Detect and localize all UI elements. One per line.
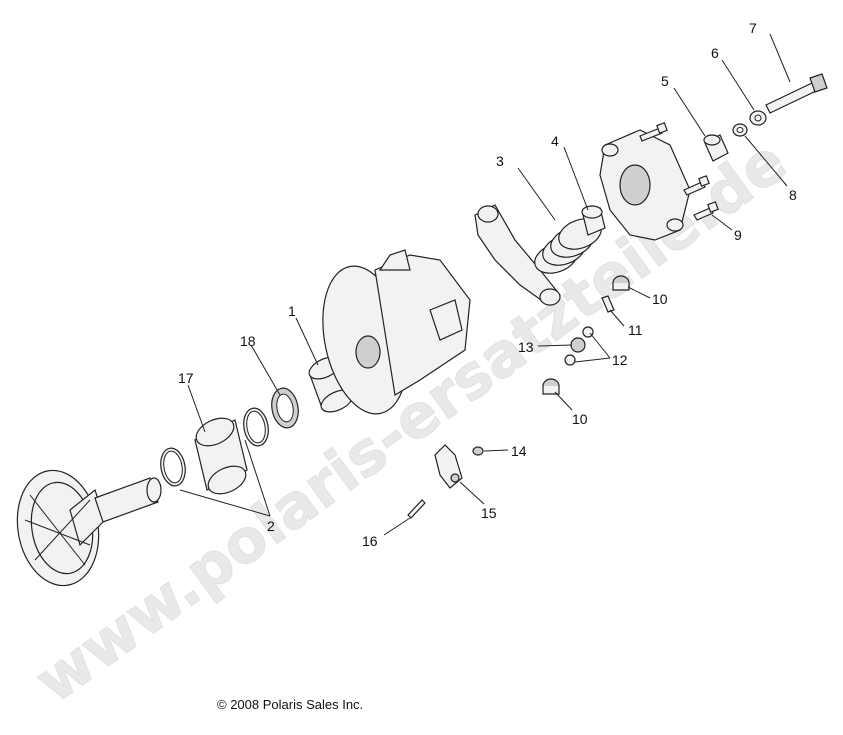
callout-12: 12: [612, 352, 628, 368]
bolt-9b: [693, 201, 719, 221]
callout-10b: 10: [572, 411, 588, 427]
pin-16: [407, 499, 426, 519]
callout-7: 7: [749, 20, 757, 36]
leader-lines: [179, 33, 791, 536]
washer-6: [749, 110, 767, 126]
washer-12b: [564, 354, 576, 366]
bushing-5: [703, 134, 729, 162]
sleeve-17: [194, 417, 248, 495]
pin-11: [601, 295, 615, 313]
callout-14: 14: [511, 443, 527, 459]
washer-12a: [582, 326, 594, 338]
callout-4: 4: [551, 133, 559, 149]
snap-ring-2b: [243, 407, 269, 447]
callout-15: 15: [481, 505, 497, 521]
roller-10a: [612, 275, 630, 291]
snap-ring-2a: [160, 447, 186, 487]
roller-13: [570, 337, 586, 353]
callout-17: 17: [178, 370, 194, 386]
copyright-notice: © 2008 Polaris Sales Inc.: [217, 697, 363, 712]
callout-1: 1: [288, 303, 296, 319]
moveable-sheave: [322, 249, 471, 415]
callout-3: 3: [496, 153, 504, 169]
nut-14: [472, 446, 484, 456]
callout-11: 11: [628, 322, 643, 338]
callout-10a: 10: [652, 291, 668, 307]
bolt-7: [765, 73, 828, 114]
callout-13: 13: [518, 339, 534, 355]
bolt-9a: [683, 175, 710, 196]
callout-6: 6: [711, 45, 719, 61]
seal-18: [271, 387, 299, 429]
fixed-sheave-with-shaft: [16, 469, 162, 587]
callout-8: 8: [789, 187, 797, 203]
spring-button-4: [581, 205, 606, 236]
callout-2: 2: [267, 518, 275, 534]
callout-9: 9: [734, 227, 742, 243]
roller-10b: [542, 378, 560, 395]
callout-18: 18: [240, 333, 256, 349]
weight-arm-15: [434, 444, 463, 489]
spider-assembly: [474, 204, 561, 306]
callout-16: 16: [362, 533, 378, 549]
clutch-cover: [599, 129, 691, 241]
callout-5: 5: [661, 73, 669, 89]
washer-8: [732, 123, 748, 137]
cover-bolt: [639, 122, 668, 142]
